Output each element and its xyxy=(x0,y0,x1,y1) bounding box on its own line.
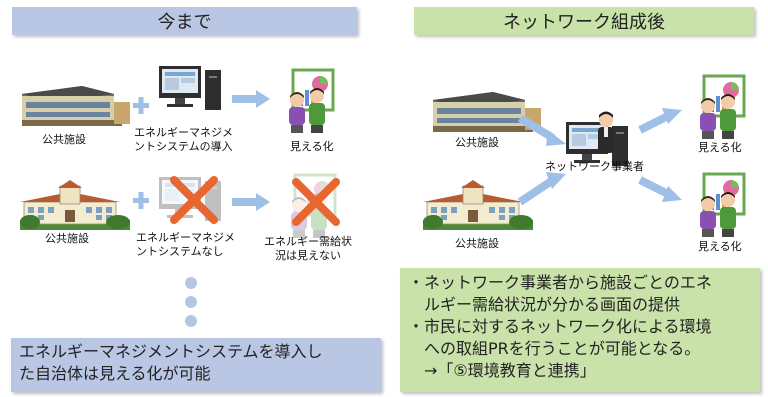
benefit-line: →「⑤環境教育と連携」 xyxy=(408,361,596,380)
public-building-icon xyxy=(433,92,541,132)
school-building-icon xyxy=(422,179,534,231)
result-label-line: エネルギー需給状 xyxy=(264,235,352,248)
arrow-right-icon xyxy=(232,193,270,211)
facility-label: 公共施設 xyxy=(455,237,499,250)
arrow-to-operator-icon xyxy=(517,172,566,206)
facility-label: 公共施設 xyxy=(45,232,89,245)
conclusion-line: た自治体は見える化が可能 xyxy=(19,364,211,383)
network-operator-icon xyxy=(566,111,628,166)
school-building-icon xyxy=(19,179,131,231)
conclusion-box: エネルギーマネジメントシステムを導入し た自治体は見える化が可能 xyxy=(11,338,381,392)
arrow-to-operator-icon xyxy=(517,114,566,146)
benefits-box: ・ネットワーク事業者から施設ごとのエネ ルギー需給状況が分かる画面の提供 ・市民… xyxy=(400,268,760,392)
result-label: 見える化 xyxy=(698,240,742,253)
plus-icon xyxy=(133,97,149,114)
facility-label: 公共施設 xyxy=(455,136,499,149)
system-label-line: エネルギーマネジメ xyxy=(134,126,233,139)
result-label: 見える化 xyxy=(290,140,334,153)
benefit-line: ・ネットワーク事業者から施設ごとのエネ xyxy=(408,273,712,292)
arrow-right-icon xyxy=(232,90,270,108)
result-label: 見える化 xyxy=(698,141,742,154)
system-label-line: ントシステムなし xyxy=(136,245,224,258)
computer-icon xyxy=(159,66,221,110)
system-label-line: ントシステムの導入 xyxy=(134,140,233,153)
arrow-to-result-icon xyxy=(638,176,682,202)
arrow-to-result-icon xyxy=(638,108,682,134)
benefit-line: ・市民に対するネットワーク化による環境 xyxy=(408,317,712,336)
plus-icon xyxy=(133,192,149,209)
ellipsis-icon xyxy=(185,277,197,327)
benefit-line: ルギー需給状況が分かる画面の提供 xyxy=(408,295,681,314)
operator-label: ネットワーク事業者 xyxy=(545,160,644,173)
result-label-line: 況は見えない xyxy=(275,249,341,262)
public-building-icon xyxy=(22,86,130,126)
benefit-line: への取組PRを行うことが可能となる。 xyxy=(408,339,701,358)
system-label: エネルギーマネジメ ントシステムなし xyxy=(136,231,235,259)
system-label: エネルギーマネジメ ントシステムの導入 xyxy=(134,126,233,154)
system-label-line: エネルギーマネジメ xyxy=(136,231,235,244)
result-label: エネルギー需給状 況は見えない xyxy=(264,235,352,263)
facility-label: 公共施設 xyxy=(42,133,86,146)
conclusion-line: エネルギーマネジメントシステムを導入し xyxy=(19,342,323,361)
header-before: 今まで xyxy=(12,7,357,35)
header-after: ネットワーク組成後 xyxy=(414,7,754,35)
